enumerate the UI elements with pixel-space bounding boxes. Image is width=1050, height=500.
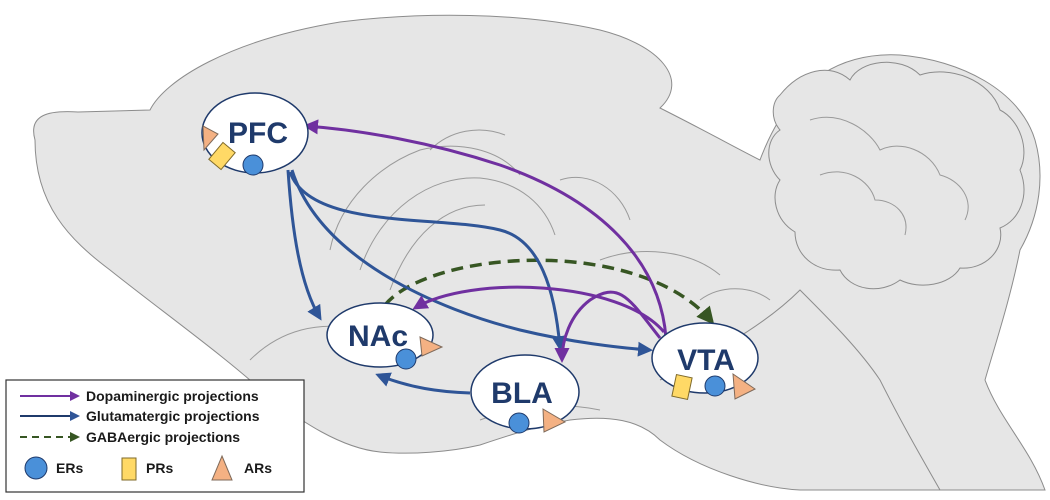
- legend-pr-icon: [121, 457, 137, 481]
- legend: Dopaminergic projections Glutamatergic p…: [5, 379, 305, 493]
- vta-pr-icon: [671, 373, 693, 401]
- legend-gabaergic-label: GABAergic projections: [86, 429, 240, 445]
- legend-dopaminergic-label: Dopaminergic projections: [86, 388, 259, 404]
- nac-er-icon: [395, 348, 417, 370]
- vta-label: VTA: [677, 344, 735, 377]
- da-projection-vta-bla: [554, 290, 662, 363]
- cerebellum-inner-line: [809, 116, 969, 236]
- nac-ar-icon: [419, 336, 444, 357]
- legend-ers-label: ERs: [56, 460, 83, 476]
- bla-label: BLA: [491, 377, 553, 410]
- legend-er-icon: [24, 456, 48, 480]
- glut-projection-pfc-vta: [290, 169, 653, 357]
- bla-er-icon: [508, 412, 530, 434]
- region-nac: NAc: [326, 302, 444, 370]
- glut-projection-pfc-nac: [286, 169, 322, 321]
- pfc-pr-icon: [208, 141, 236, 171]
- nac-label: NAc: [348, 320, 408, 353]
- legend-prs-label: PRs: [146, 460, 173, 476]
- glut-projection-bla-nac: [375, 372, 471, 395]
- vta-ar-icon: [732, 372, 756, 400]
- legend-glutamatergic-label: Glutamatergic projections: [86, 408, 260, 424]
- glut-projection-pfc-bla: [288, 171, 567, 351]
- bla-ar-icon: [542, 408, 567, 433]
- pfc-label: PFC: [228, 117, 288, 150]
- region-pfc: PFC: [201, 92, 309, 176]
- region-vta: VTA: [651, 322, 759, 401]
- legend-box: [5, 379, 305, 493]
- pfc-ar-icon: [202, 125, 219, 152]
- cerebellum-folia: [768, 61, 1025, 290]
- legend-ar-icon: [211, 454, 233, 481]
- da-projection-vta-pfc: [303, 119, 668, 339]
- region-bla: BLA: [470, 354, 580, 434]
- projections: [286, 119, 715, 395]
- pfc-er-icon: [242, 154, 264, 176]
- legend-ars-label: ARs: [244, 460, 272, 476]
- vta-er-icon: [704, 375, 726, 397]
